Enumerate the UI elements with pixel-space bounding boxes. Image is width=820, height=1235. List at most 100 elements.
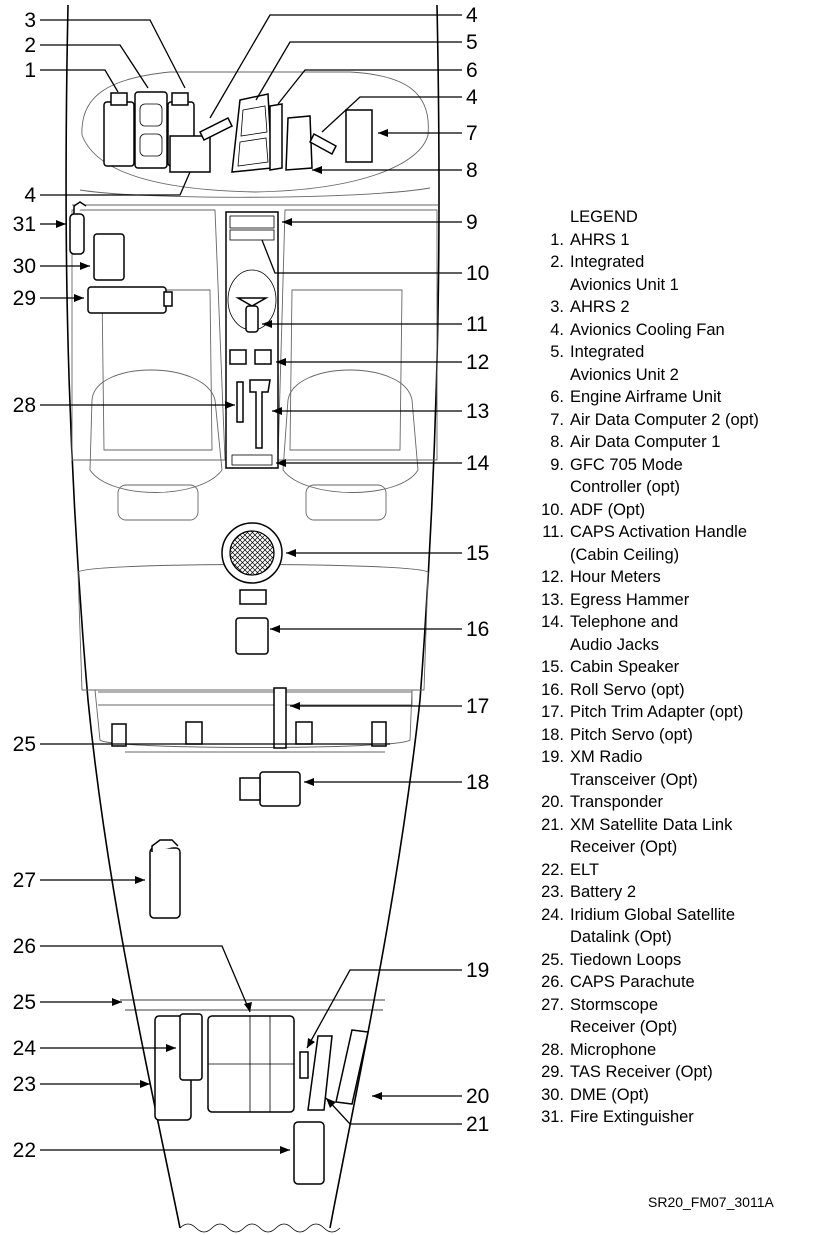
callout-9: 9 — [466, 211, 478, 234]
fuselage-outline — [65, 4, 440, 1233]
legend-item-line: Engine Airframe Unit — [570, 388, 722, 406]
legend-item-line: ELT — [570, 860, 600, 879]
legend-item-line: Air Data Computer 1 — [570, 433, 721, 451]
air-data-computer-1 — [285, 115, 313, 171]
legend-item: 23.Battery 2 — [538, 881, 818, 904]
callout-23: 23 — [13, 1073, 36, 1096]
legend-item: 13.Egress Hammer — [538, 589, 818, 612]
legend-item-number: 19. — [541, 748, 564, 766]
legend-item-line: Integrated — [570, 343, 645, 361]
callout-25-aft: 25 — [13, 991, 36, 1014]
legend-item-number: 8. — [550, 433, 564, 451]
callout-7: 7 — [466, 122, 478, 145]
hour-meter-right — [254, 349, 272, 365]
callout-12: 12 — [466, 351, 489, 374]
tiedown-loop-3 — [295, 721, 313, 745]
transponder — [335, 1029, 369, 1105]
legend-item-number: 28. — [541, 1040, 564, 1059]
legend-item-number: 15. — [541, 658, 564, 676]
engine-airframe-unit — [269, 103, 283, 171]
legend-item-number: 3. — [550, 298, 564, 316]
legend-item-number: 1. — [550, 230, 564, 249]
legend-item: 11.CAPS Activation Handle(Cabin Ceiling) — [538, 521, 818, 566]
legend-item-line: Controller (opt) — [570, 478, 681, 496]
avionics-bay-outline — [81, 71, 429, 193]
pitch-servo — [259, 771, 301, 807]
legend-item-text: Air Data Computer 1 — [570, 431, 720, 454]
callout-15: 15 — [466, 542, 489, 565]
egress-hammer — [249, 379, 271, 449]
legend-item-number: 5. — [550, 343, 564, 361]
legend-item-line: Iridium Global Satellite — [570, 905, 736, 924]
air-data-computer-2 — [345, 109, 373, 163]
legend-item-text: Cabin Speaker — [570, 656, 679, 679]
legend-item-number: 16. — [541, 680, 564, 699]
legend-item: 6.Engine Airframe Unit — [538, 386, 818, 409]
avionics-cooling-fan-right — [309, 132, 337, 156]
legend-item: 17.Pitch Trim Adapter (opt) — [538, 701, 818, 724]
legend-item: 3.AHRS 2 — [538, 296, 818, 319]
legend-item-number: 31. — [541, 1108, 564, 1126]
legend-item-number: 29. — [541, 1063, 564, 1081]
legend-item: 12.Hour Meters — [538, 566, 818, 589]
ahrs-2-connector — [171, 92, 189, 106]
microphone — [236, 381, 244, 423]
callout-31: 31 — [13, 213, 36, 236]
legend-item-line: Transceiver (Opt) — [570, 770, 698, 789]
legend-item-line: XM Radio — [570, 748, 643, 766]
legend-item-number: 2. — [550, 253, 564, 271]
legend-title: LEGEND — [570, 208, 638, 226]
integrated-avionics-unit-2 — [231, 93, 273, 173]
legend-item-line: DME (Opt) — [570, 1085, 649, 1104]
callout-16: 16 — [466, 618, 489, 641]
callout-8: 8 — [466, 159, 478, 182]
legend-item-text: Tiedown Loops — [570, 949, 681, 972]
legend-item-line: Tiedown Loops — [570, 950, 682, 969]
legend-item-text: Pitch Servo (opt) — [570, 724, 693, 747]
callout-1: 1 — [24, 59, 36, 82]
legend-item-text: DME (Opt) — [570, 1084, 649, 1107]
legend-item-number: 23. — [541, 883, 564, 901]
roll-servo-top — [239, 589, 267, 605]
equipment-location-diagram: 3 2 1 4 31 30 29 28 25 27 26 25 24 23 22… — [13, 4, 490, 1233]
legend-item: 18.Pitch Servo (opt) — [538, 724, 818, 747]
tiedown-loop-2 — [185, 721, 203, 745]
stormscope-receiver — [149, 847, 181, 919]
legend-item-line: ADF (Opt) — [570, 500, 646, 519]
legend-item-line: Pitch Servo (opt) — [570, 725, 693, 744]
legend-item-number: 21. — [541, 815, 564, 834]
callout-27: 27 — [13, 869, 36, 892]
legend-item-number: 7. — [550, 410, 564, 429]
adf-unit — [229, 229, 275, 241]
iridium-datalink — [179, 1013, 203, 1081]
hour-meter-left — [229, 349, 247, 365]
callout-13: 13 — [466, 400, 489, 423]
cabin-components — [69, 201, 387, 919]
leader-lines — [40, 14, 462, 1151]
legend-item-number: 4. — [550, 320, 564, 339]
legend-item: 30.DME (Opt) — [538, 1084, 818, 1107]
legend-item-line: Egress Hammer — [570, 590, 690, 609]
legend-item: 28.Microphone — [538, 1039, 818, 1062]
callout-19: 19 — [466, 959, 489, 982]
avionics-cooling-fan-lower — [169, 135, 211, 173]
roll-servo — [235, 617, 269, 655]
legend-item-text: TAS Receiver (Opt) — [570, 1061, 713, 1084]
legend-item: 4.Avionics Cooling Fan — [538, 319, 818, 342]
callout-24: 24 — [13, 1037, 37, 1060]
ahrs-1-connector — [110, 92, 128, 106]
legend-item-text: Pitch Trim Adapter (opt) — [570, 701, 743, 724]
legend-item: 16.Roll Servo (opt) — [538, 679, 818, 702]
legend-item: 20.Transponder — [538, 791, 818, 814]
legend-item-line: XM Satellite Data Link — [570, 815, 733, 834]
legend-item: 15. Cabin Speaker — [538, 656, 818, 679]
legend-item-line: GFC 705 Mode — [570, 455, 683, 474]
callout-17: 17 — [466, 695, 489, 718]
legend-item-line: Stormscope — [570, 995, 659, 1014]
